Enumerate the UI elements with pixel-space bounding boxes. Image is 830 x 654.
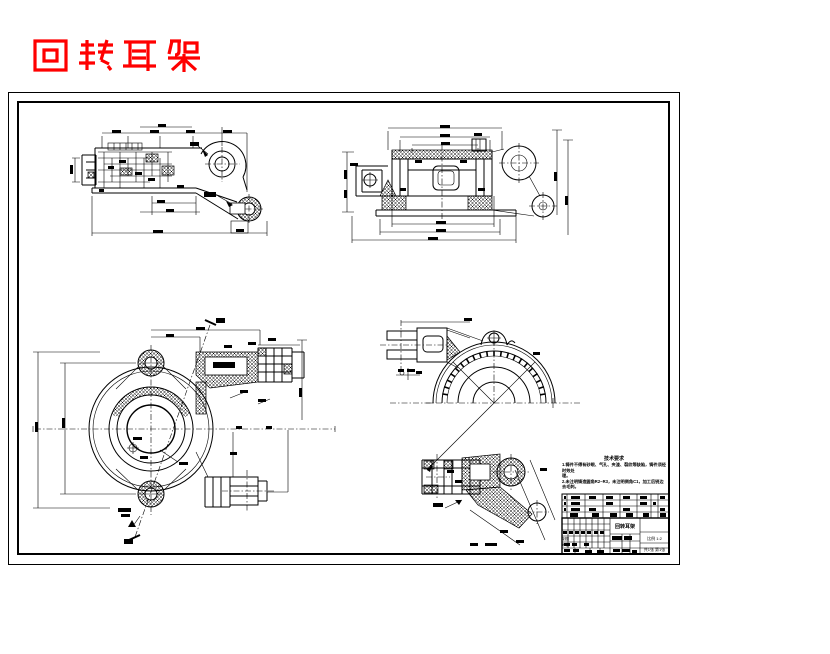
title-block-label-check: 审核	[562, 543, 569, 547]
border-frame	[8, 92, 680, 565]
notes-line: 1.铸件不得有砂眼、气孔、夹渣、裂纹等缺陷，铸件须经时效处	[562, 462, 666, 473]
notes-line: 理。	[562, 473, 571, 479]
title-block-sheet: 共1张 第1张	[643, 547, 666, 552]
view-lower-section	[421, 453, 556, 546]
notes-line: 2.未注明铸造圆角R2~R3，未注明倒角C1，加工后锐边	[562, 478, 664, 484]
notes-heading: 技术要求	[603, 456, 624, 462]
gear-teeth-ticks	[442, 350, 546, 396]
view-top-right	[342, 127, 573, 243]
view-main-front	[32, 319, 336, 541]
notes-line: 去毛刺。	[562, 484, 579, 490]
title-block-part-name: 回转耳架	[614, 524, 635, 530]
dimension-text-blobs	[35, 124, 666, 553]
page-title-art	[33, 39, 200, 72]
view-top-left	[72, 126, 268, 236]
title-block-scale: 比例 1:2	[647, 536, 662, 541]
view-half-circle	[380, 320, 580, 472]
title-block-label-draw: 制图	[562, 537, 569, 541]
technical-notes: 技术要求 1.铸件不得有砂眼、气孔、夹渣、裂纹等缺陷，铸件须经时效处 理。 2.…	[562, 456, 666, 490]
